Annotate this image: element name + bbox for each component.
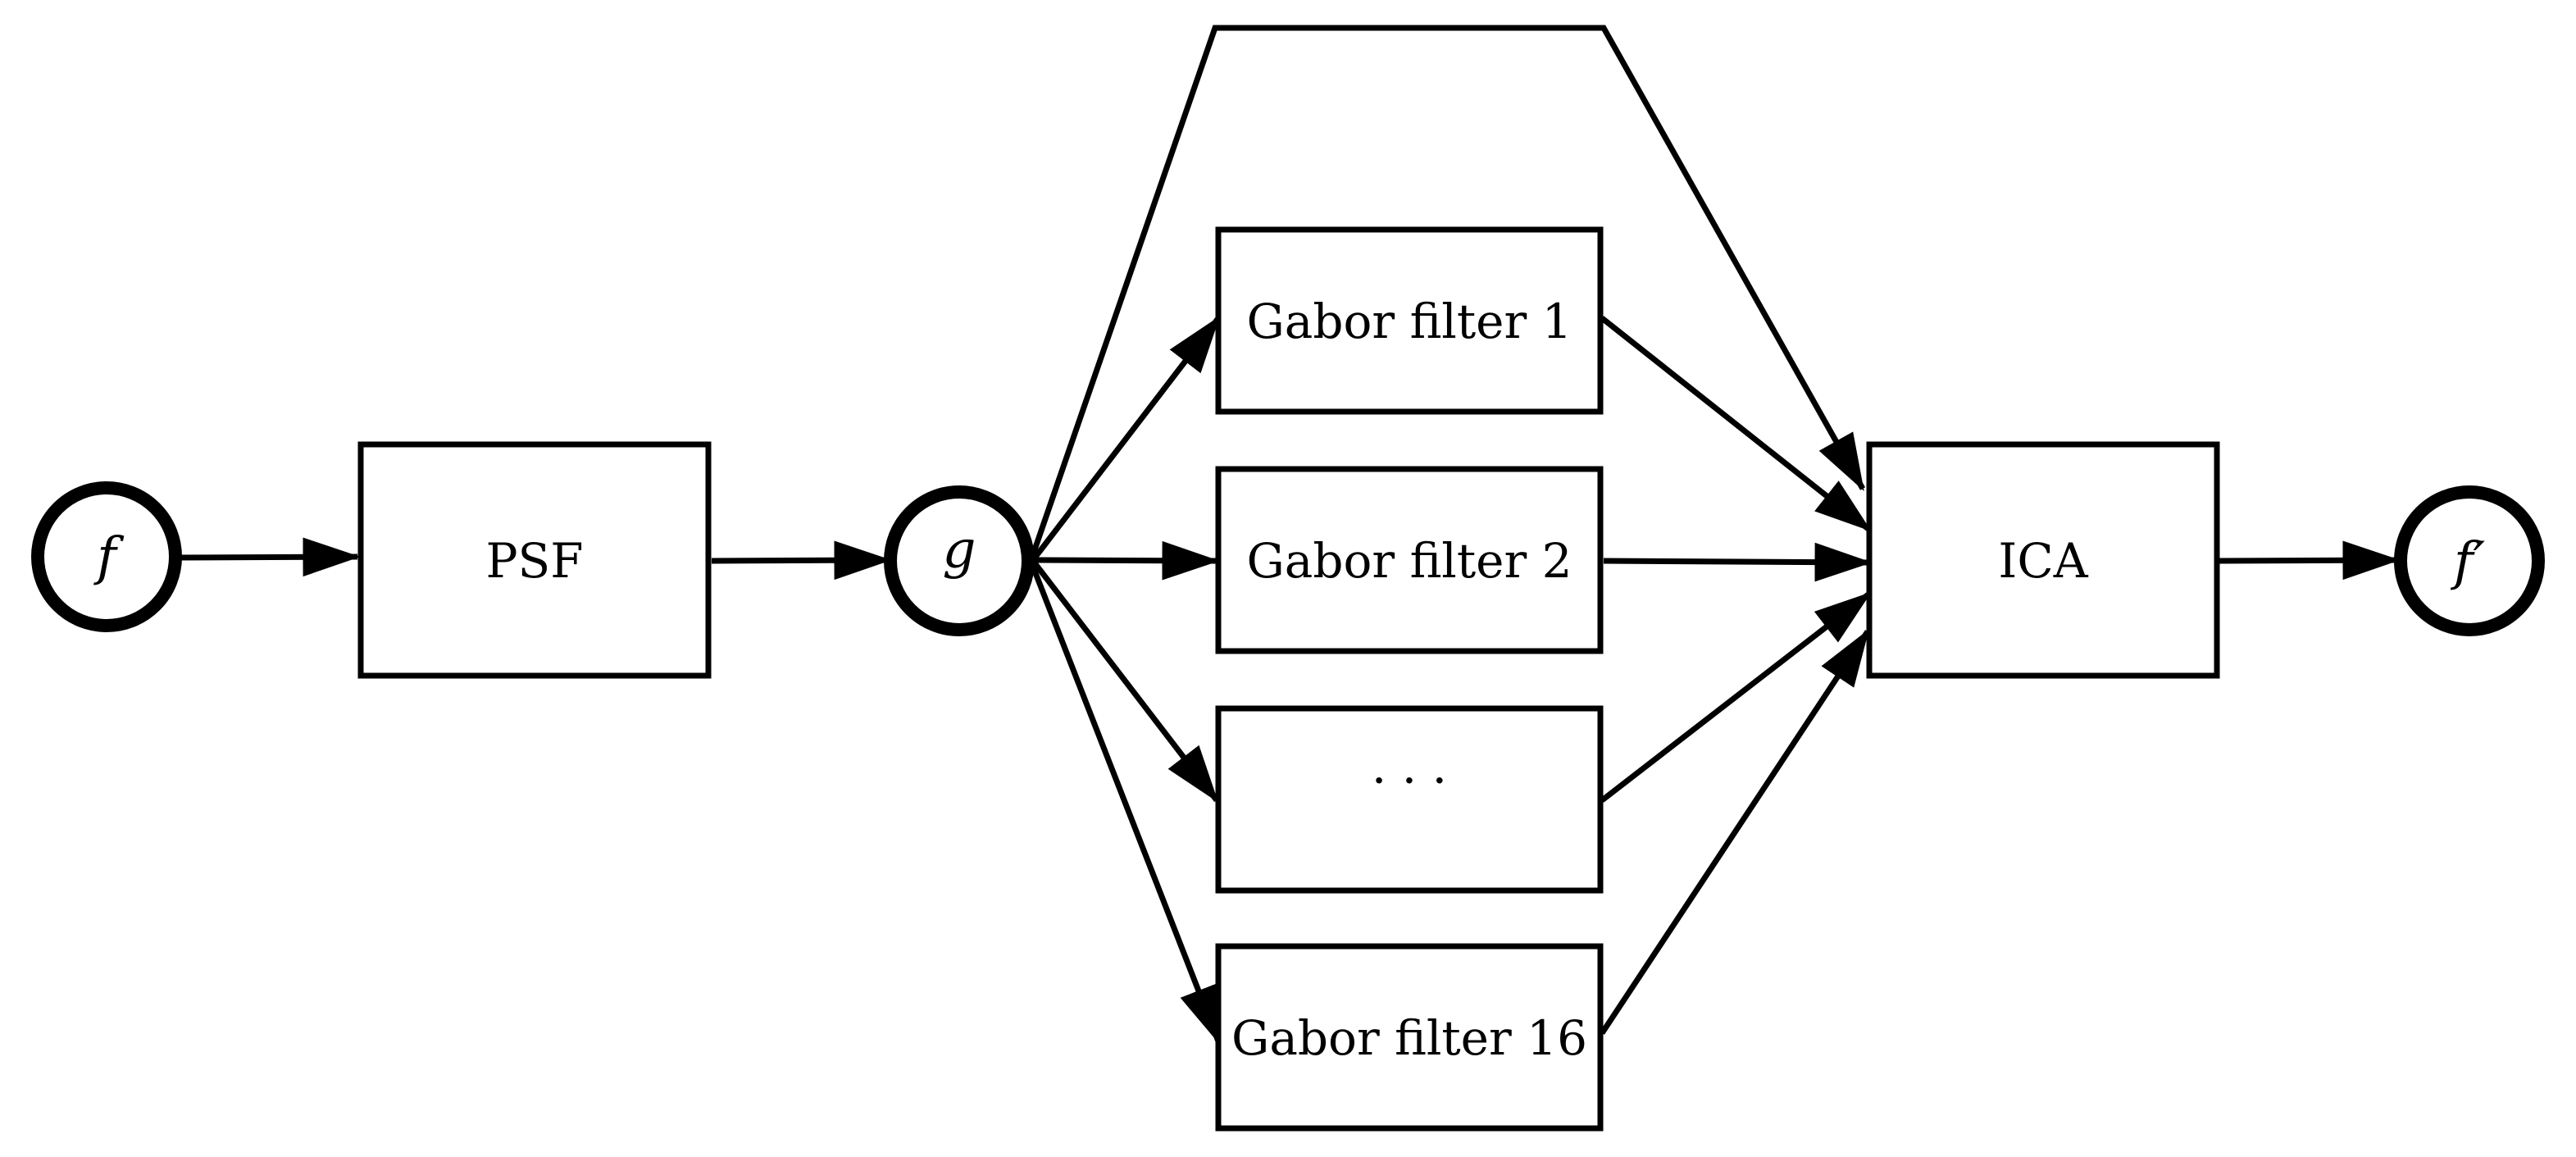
node-f-prime-label: f′ — [2451, 531, 2486, 592]
edge-f-to-psf — [178, 537, 361, 577]
block-gabor-ellipsis-label: · · · — [1372, 753, 1447, 809]
edge-gabor-ellipsis-to-ica — [1600, 591, 1872, 803]
block-gabor-16-label: Gabor filter 16 — [1231, 1010, 1587, 1066]
edge-ica-to-f-prime — [2218, 540, 2401, 581]
node-g: g — [884, 485, 1035, 636]
edges — [178, 25, 2401, 1045]
edge-gabor-2-to-ica — [1603, 542, 1873, 582]
edge-g-bypass-to-ica — [1028, 25, 1866, 561]
block-gabor-1-label: Gabor filter 1 — [1246, 294, 1572, 349]
block-psf: PSF — [357, 441, 712, 679]
node-f: f — [31, 481, 182, 632]
edge-g-to-gabor-1 — [1031, 316, 1221, 563]
block-gabor-16: Gabor filter 16 — [1215, 943, 1604, 1132]
block-ica: ICA — [1866, 441, 2220, 679]
edge-psf-to-g — [711, 540, 892, 581]
block-gabor-1: Gabor filter 1 — [1215, 226, 1604, 415]
block-psf-label: PSF — [485, 533, 583, 589]
node-g-label: g — [943, 520, 976, 581]
edge-gabor-16-to-ica — [1600, 629, 1870, 1035]
block-gabor-2: Gabor filter 2 — [1215, 466, 1604, 654]
edge-g-to-gabor-16 — [1028, 561, 1222, 1045]
block-ica-label: ICA — [1998, 533, 2088, 589]
edge-gabor-1-to-ica — [1600, 316, 1872, 532]
node-f-prime: f′ — [2394, 485, 2545, 636]
edge-g-to-gabor-ellipsis — [1031, 558, 1219, 803]
block-gabor-2-label: Gabor filter 2 — [1246, 533, 1572, 589]
edge-g-to-gabor-2 — [1034, 540, 1220, 581]
block-gabor-ellipsis: · · · — [1215, 705, 1604, 894]
